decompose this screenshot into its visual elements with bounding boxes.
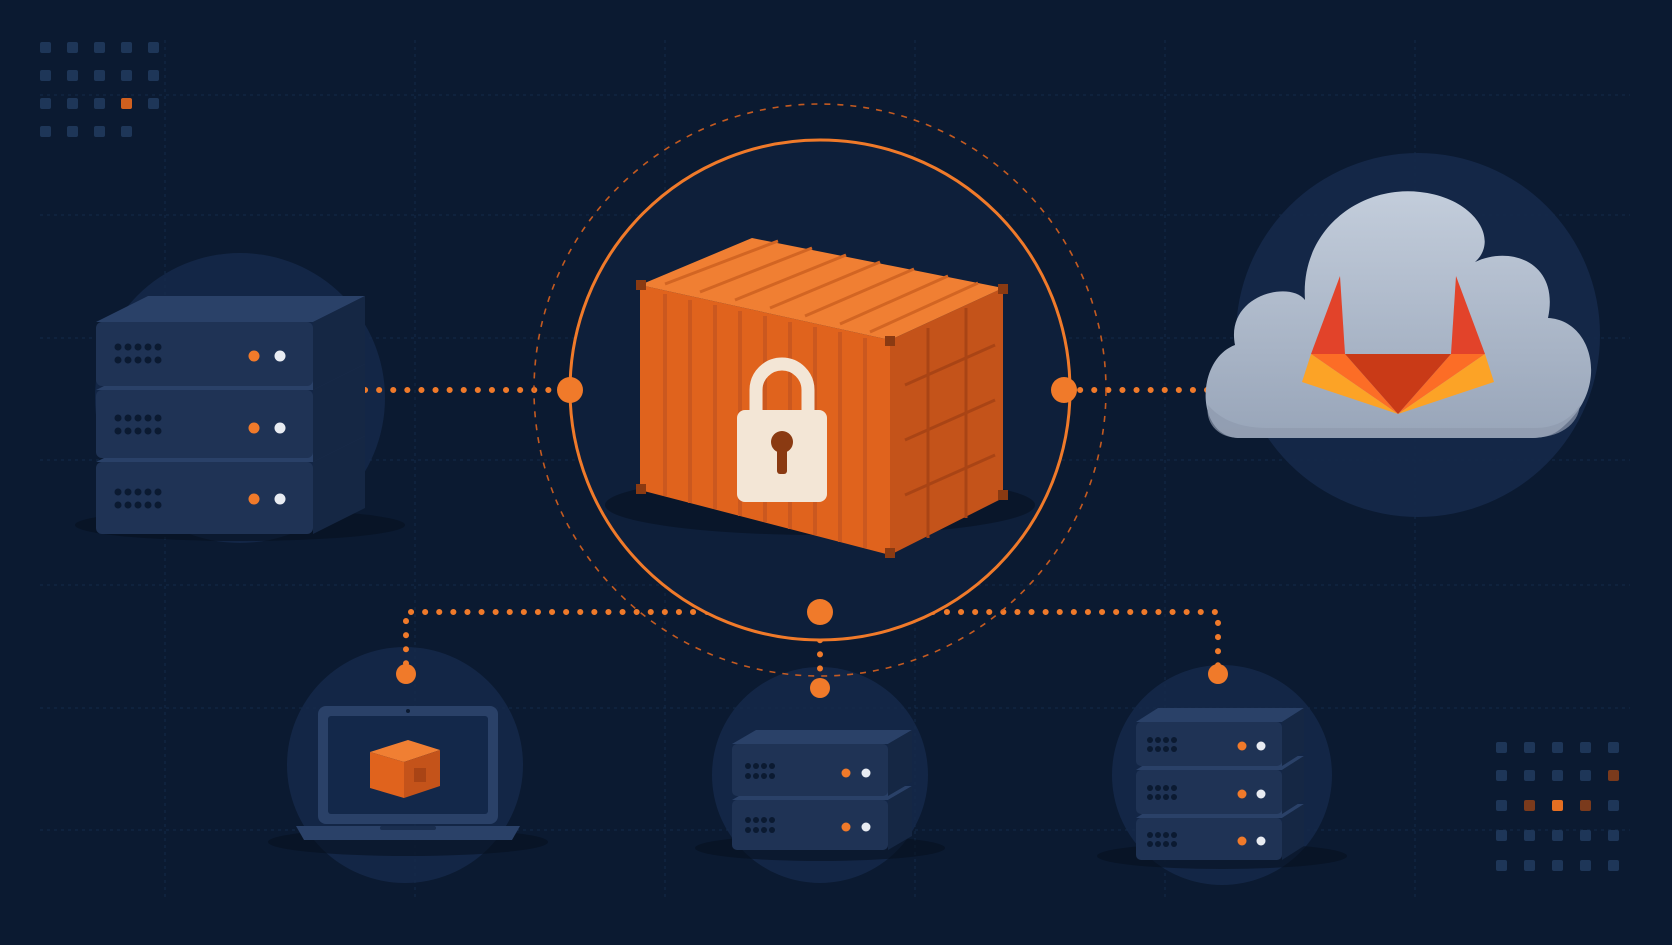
connector-endpoints (396, 377, 1228, 698)
server-stack-icon (732, 730, 912, 850)
gitlab-logo-icon (1302, 276, 1494, 414)
server-stack-icon (96, 296, 365, 534)
decorative-dots-top-left (40, 42, 159, 137)
locked-shipping-container-icon (605, 238, 1035, 558)
server-stack-icon (1136, 708, 1304, 860)
edge-hub-to-laptop (403, 609, 823, 675)
gitlab-cloud-icon (1205, 191, 1592, 438)
gitlab-cloud (1205, 191, 1592, 438)
padlock-icon (737, 357, 827, 502)
server-stack-bottom-right (1097, 708, 1347, 869)
decorative-dots-bottom-right (1496, 742, 1619, 871)
laptop (268, 706, 548, 856)
laptop-with-container-icon (296, 706, 520, 840)
server-stack-bottom-middle (695, 730, 945, 861)
server-stack-left (75, 296, 405, 541)
status-leds (841, 768, 871, 832)
status-leds (1237, 741, 1266, 846)
edge-hub-to-server-stack-bottom-right (817, 609, 1221, 675)
status-leds (248, 350, 286, 505)
